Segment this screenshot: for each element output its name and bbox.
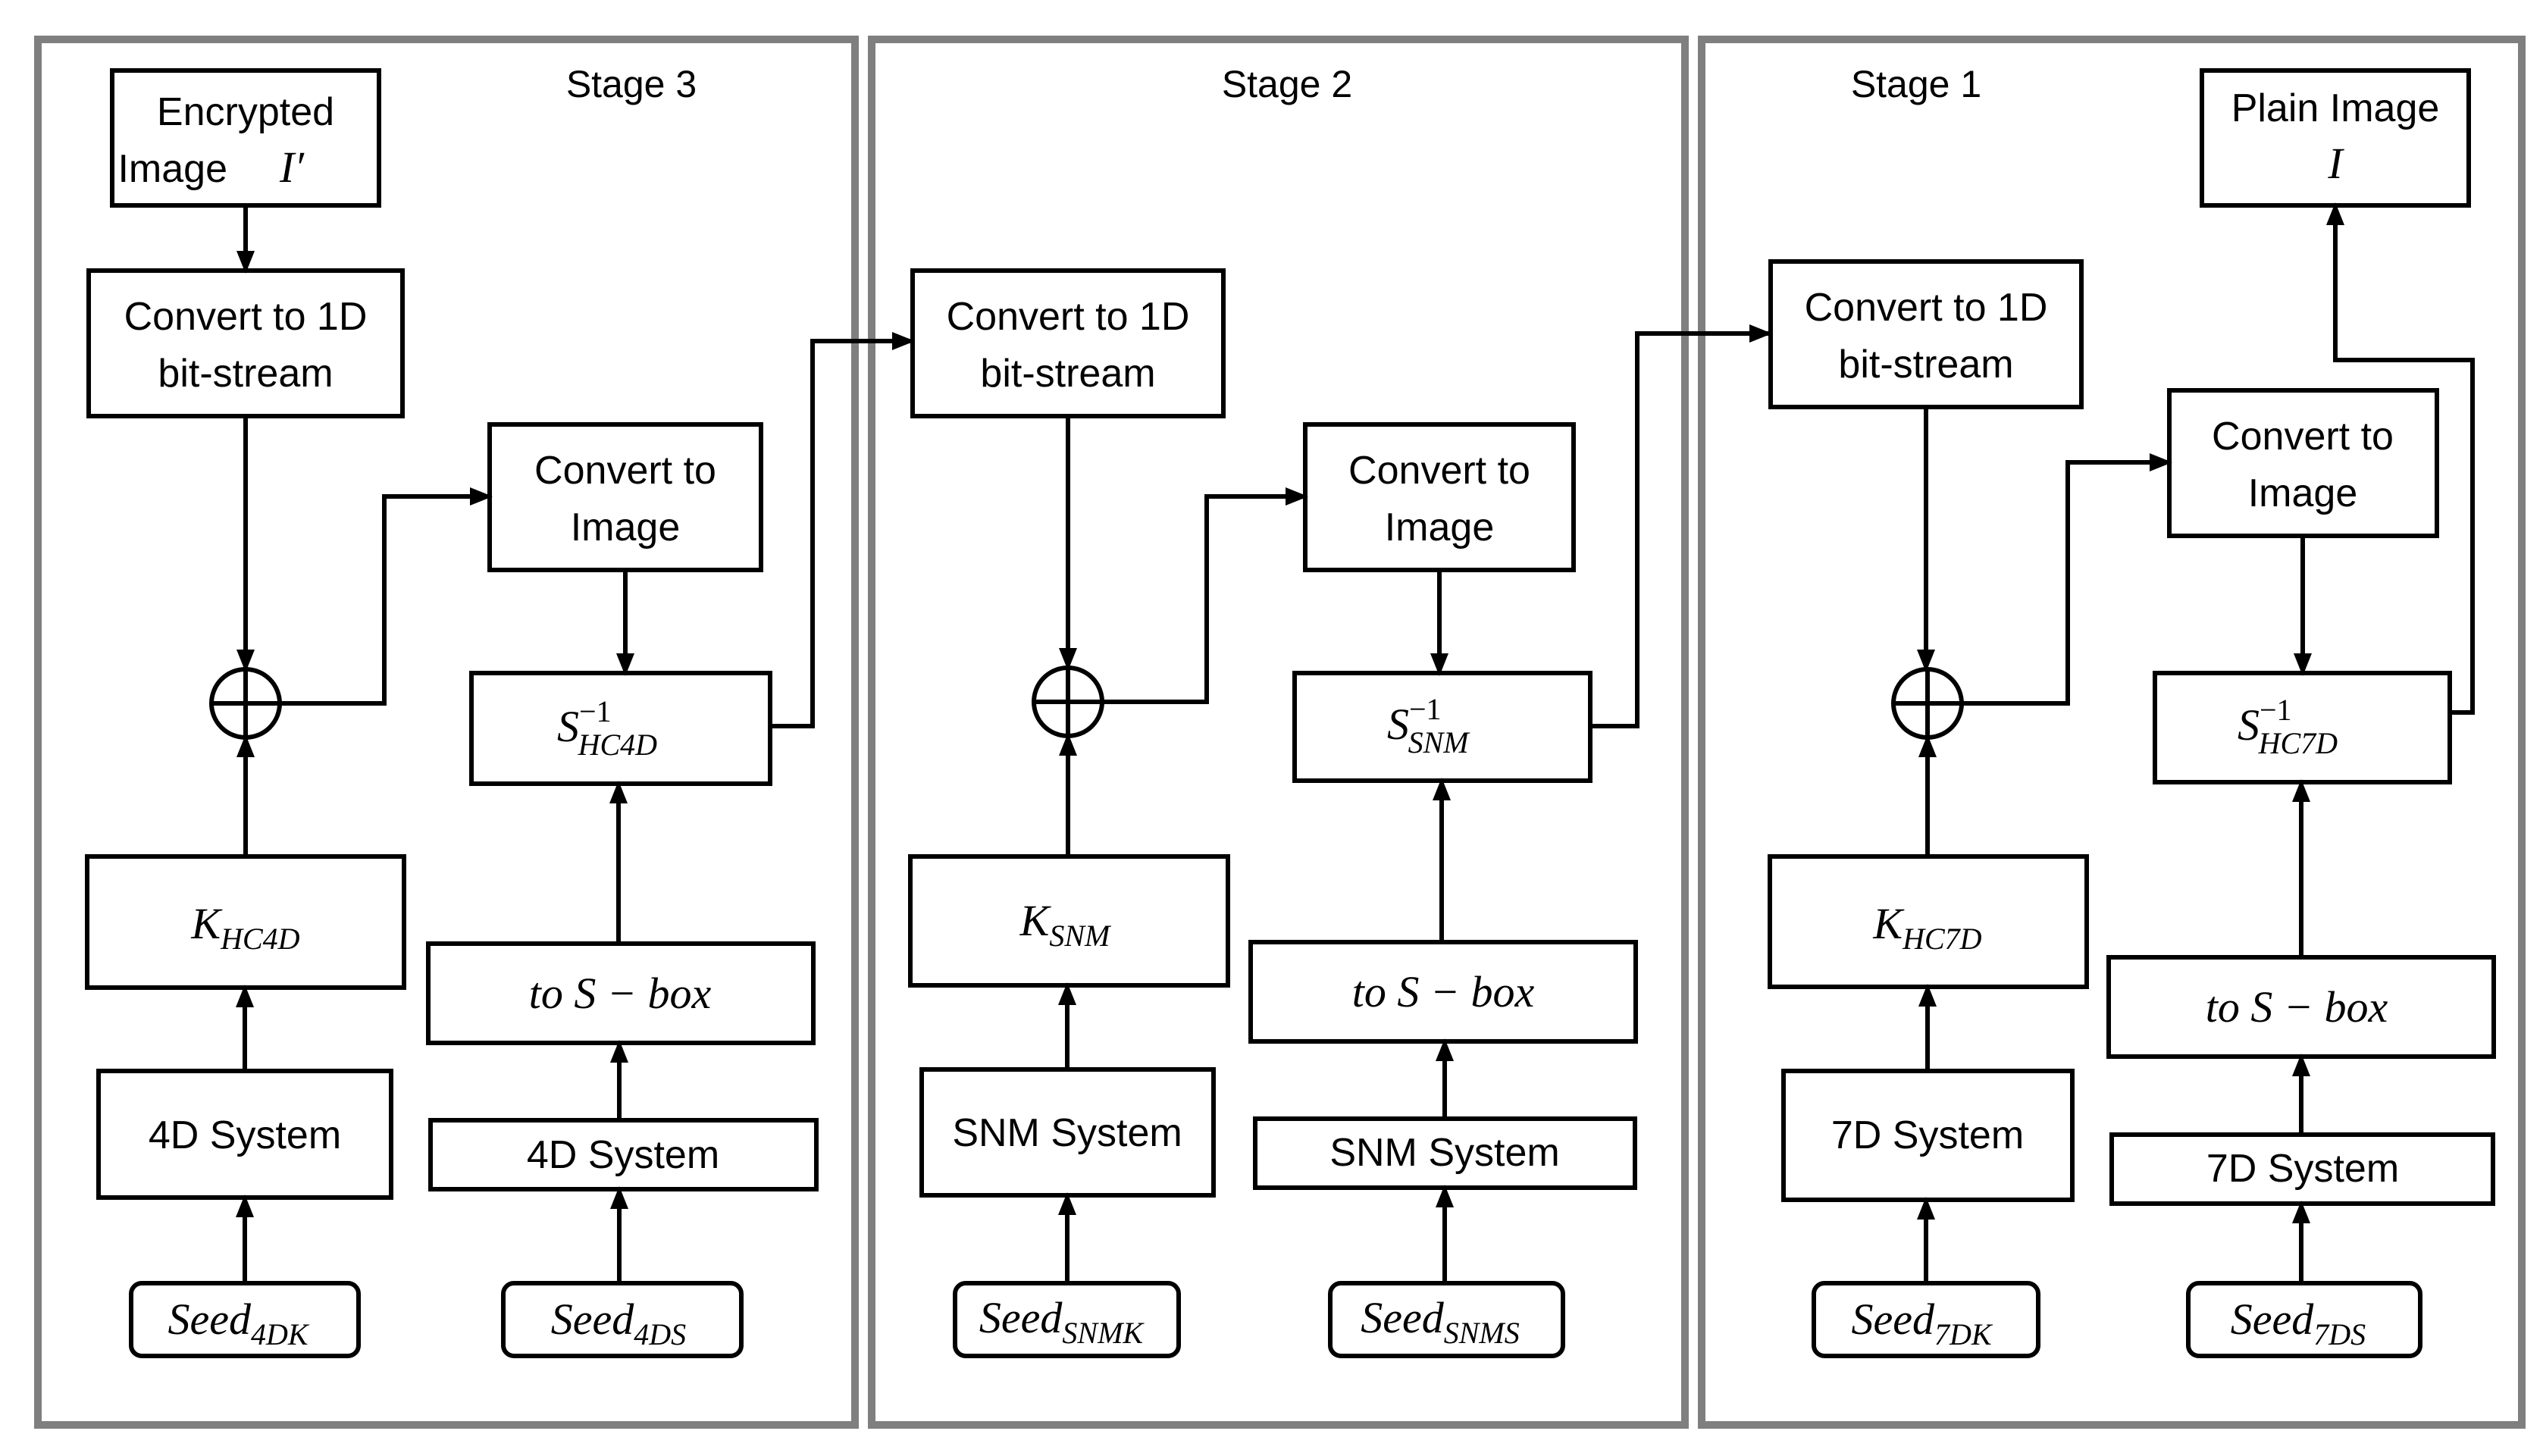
s3-key-label: KHC4D [190,899,299,956]
s1-sbox-block [2106,955,2496,1059]
stage-3-title: Stage 3 [566,63,697,105]
stage-1-title: Stage 1 [1851,63,1981,105]
s1-convert-image-block [2167,388,2439,538]
s1-key-system-block [1781,1069,2075,1202]
s1-sbox-label: to S − box [2206,982,2388,1032]
s3-convert-image-label: Convert to [534,449,716,493]
stage-2-title: Stage 2 [1222,63,1352,105]
s3-sbox-label: to S − box [529,969,712,1018]
s2-convert-image-block [1303,422,1576,572]
encrypted-image-symbol: I′ [279,142,305,192]
s2-convert-image-label: Convert to [1348,449,1530,493]
s3-xor-icon [209,667,282,740]
s2-convert-image-label-2: Image [1385,506,1495,550]
stage-1-panel [1698,36,2526,1429]
s2-seed-sbox-label: SeedSNMS [1361,1293,1520,1350]
s2-convert-1d-label-2: bit-stream [980,352,1155,396]
s3-seed-sbox-label: Seed4DS [551,1295,686,1351]
s3-key-system-label: 4D System [149,1113,341,1157]
s3-convert-1d-label: Convert to 1D [124,295,368,339]
s1-seed-key-label: Seed7DK [1851,1295,1993,1351]
s2-connectors [1058,324,1772,1283]
s1-key-system-label: 7D System [1831,1113,2024,1157]
s1-sbox-system-label: 7D System [2206,1147,2399,1191]
encrypted-image-label-2: Image [117,147,227,191]
s3-connectors [236,205,915,1283]
s3-sbox-system-block [428,1118,819,1191]
s2-seed-key-label: SeedSNMK [979,1293,1145,1350]
s1-xor-icon [1891,667,1964,740]
plain-image-label: Plain Image [2231,86,2440,130]
s1-convert-1d-label: Convert to 1D [1805,286,2048,330]
s3-sbox-system-label: 4D System [527,1133,719,1177]
s1-key-block [1768,854,2089,989]
s3-convert-1d-label-2: bit-stream [158,352,333,396]
s1-seed-sbox-block [2186,1281,2422,1358]
s1-convert-1d-block [1768,259,2084,409]
s1-connectors [1917,202,2475,1283]
s3-seed-key-label: Seed4DK [168,1295,309,1351]
s2-sbox-system-block [1253,1116,1637,1190]
s3-seed-sbox-block [501,1281,744,1358]
s1-convert-image-label: Convert to [2212,415,2394,459]
s1-sbox-system-block [2109,1132,2495,1206]
s2-key-system-block [919,1067,1216,1198]
s2-convert-1d-label: Convert to 1D [947,295,1190,339]
s2-sbox-label: to S − box [1352,967,1535,1016]
plain-image-block [2200,68,2471,208]
s1-convert-image-label-2: Image [2248,471,2358,515]
s2-sbox-system-label: SNM System [1329,1131,1559,1175]
s1-convert-1d-label-2: bit-stream [1838,343,2013,387]
s3-key-system-block [96,1069,393,1200]
s2-xor-icon [1032,665,1104,738]
s2-key-label: KSNM [1019,896,1112,953]
stage-2-panel [868,36,1689,1429]
s2-key-block [908,854,1230,988]
s3-convert-image-label-2: Image [571,506,681,550]
encrypted-image-block [110,68,381,208]
encrypted-image-label: Encrypted [157,90,334,134]
s1-inverse-sbox-block [2153,671,2452,784]
stage-3-panel [34,36,859,1429]
s1-seed-sbox-label: Seed7DS [2231,1295,2366,1351]
plain-image-symbol: I [2327,139,2344,188]
s2-key-system-label: SNM System [952,1111,1182,1155]
s1-key-label: KHC7D [1872,899,1981,956]
